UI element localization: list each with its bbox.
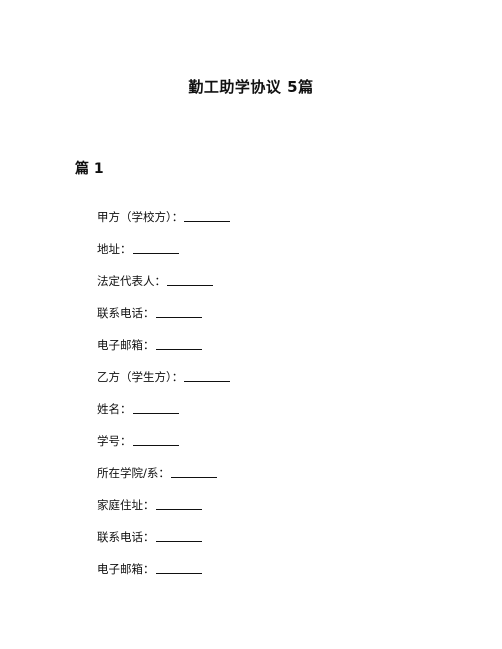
fill-blank [155,303,202,318]
field-label: 家庭住址： [97,498,155,512]
field-label: 地址： [97,242,132,256]
field-label: 电子邮箱： [97,562,155,576]
field-legal-representative: 法定代表人： [97,271,230,303]
fill-blank [155,559,202,574]
field-label: 联系电话： [97,306,155,320]
field-email-b: 电子邮箱： [97,559,230,591]
field-student-id: 学号： [97,431,230,463]
document-title: 勤工助学协议 5篇 [188,78,314,96]
fill-blank [170,463,217,478]
field-phone-a: 联系电话： [97,303,230,335]
field-home-address: 家庭住址： [97,495,230,527]
section-heading: 篇 1 [75,161,104,177]
fill-blank [132,239,179,254]
fill-blank [132,431,179,446]
field-label: 法定代表人： [97,274,166,288]
fill-blank [155,335,202,350]
field-label: 姓名： [97,402,132,416]
field-label: 电子邮箱： [97,338,155,352]
field-party-b: 乙方（学生方）： [97,367,231,399]
field-party-a: 甲方（学校方）： [97,207,231,239]
fill-blank [167,271,213,286]
field-label: 乙方（学生方）： [97,370,184,384]
field-label: 所在学院/系： [97,466,170,480]
field-label: 学号： [97,434,132,448]
field-college: 所在学院/系： [97,463,230,495]
fill-blank [184,207,231,222]
field-phone-b: 联系电话： [97,527,230,559]
fill-blank [155,527,202,542]
field-label: 甲方（学校方）： [97,210,184,224]
field-label: 联系电话： [97,530,155,544]
field-email-a: 电子邮箱： [97,335,230,367]
field-name: 姓名： [97,399,230,431]
agreement-fields: 甲方（学校方）： 地址： 法定代表人： 联系电话： 电子邮箱： 乙方（学生方）：… [97,207,231,591]
fill-blank [132,399,179,414]
fill-blank [184,367,231,382]
fill-blank [155,495,202,510]
field-address: 地址： [97,239,230,271]
